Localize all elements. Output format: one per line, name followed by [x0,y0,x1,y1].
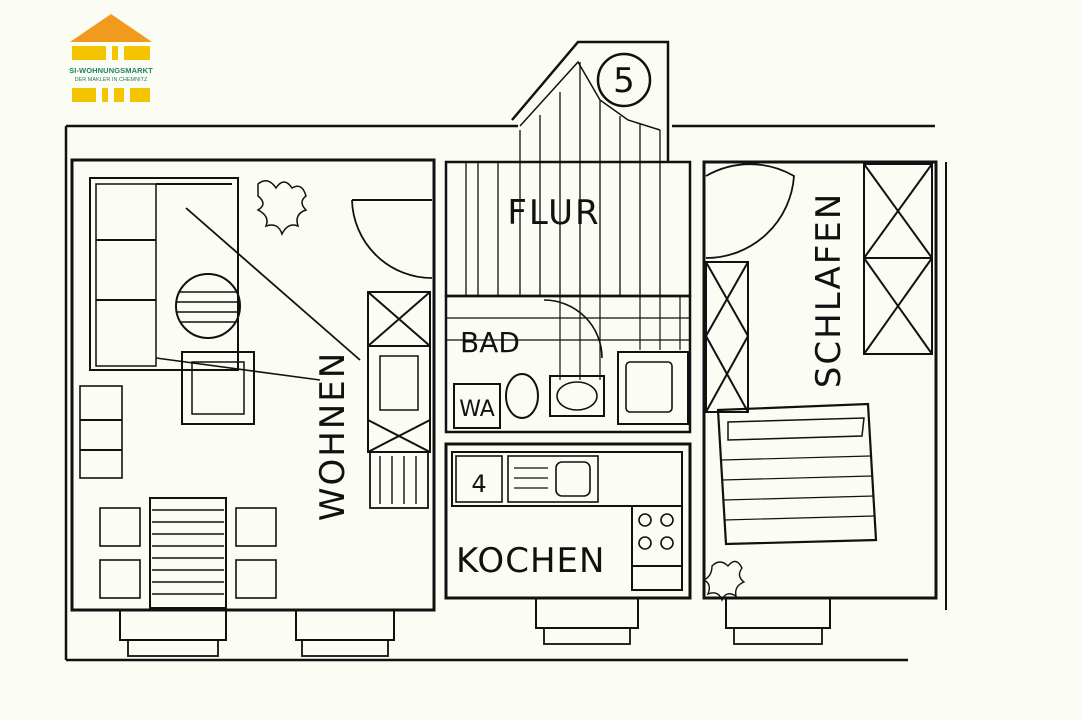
room-label-flur: FLUR [507,193,600,233]
logo-window-bars-lower [72,88,150,102]
staircase-number-circle [596,52,652,108]
room-wohnen-outline [70,158,436,612]
room-bad-outline [444,294,692,434]
room-label-bad: BAD [460,326,520,359]
room-label-schlafen: SCHLAFEN [809,192,849,388]
room-label-wa: WA [459,397,495,422]
stove-label: 4 [471,470,486,498]
logo-roof-icon [70,14,152,42]
logo-name: SI-WOHNUNGSMARKT [69,66,153,75]
staircase-number: 5 [613,61,635,101]
company-logo: SI-WOHNUNGSMARKT DER MAKLER IN CHEMNITZ [64,14,158,102]
logo-window-bars [72,46,150,64]
logo-tagline: DER MAKLER IN CHEMNITZ [74,77,148,83]
room-label-kochen: KOCHEN [456,541,605,581]
room-label-wohnen: WOHNEN [313,351,353,521]
